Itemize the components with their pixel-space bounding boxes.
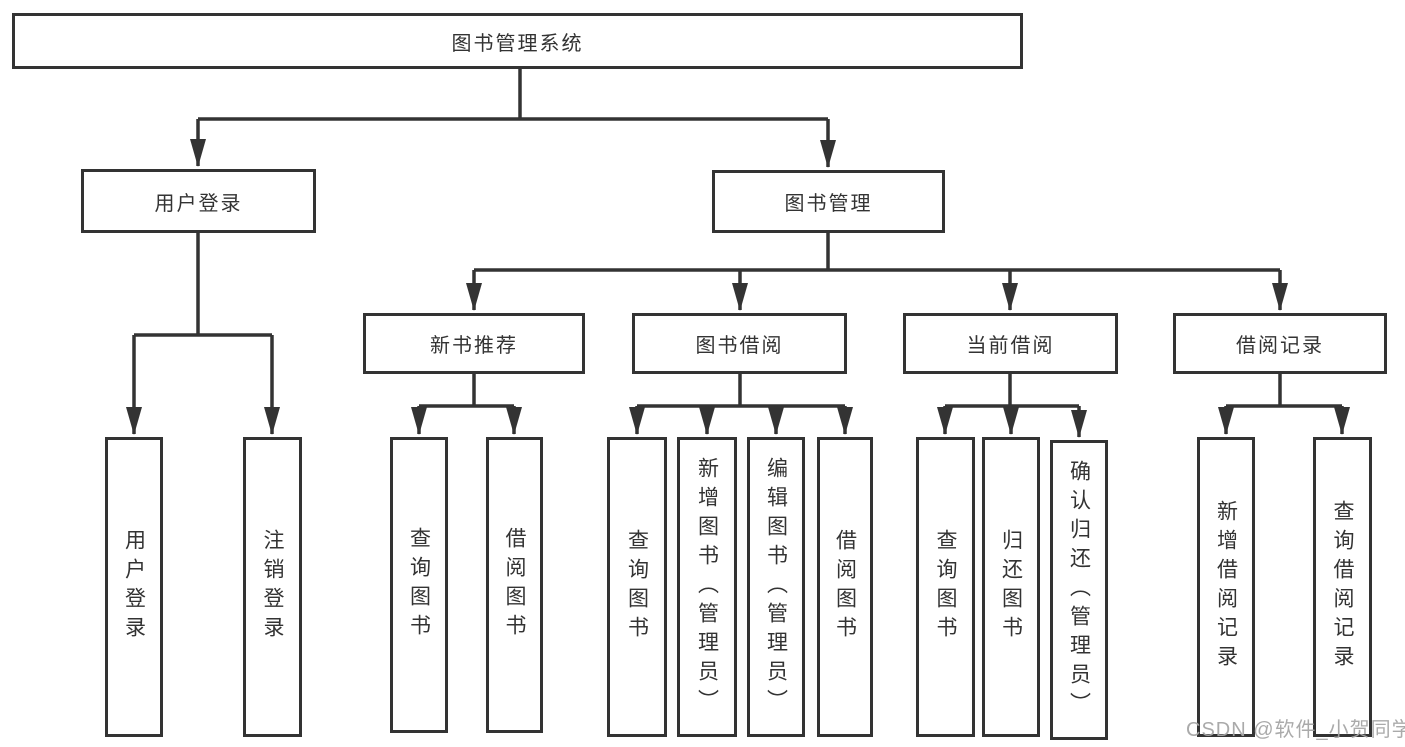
leaf-logout-login-label: 注销登录 <box>261 529 284 645</box>
branch-current-borrow-label: 当前借阅 <box>966 335 1055 357</box>
branch-new-book-recommend-label: 新书推荐 <box>430 335 518 357</box>
leaf-query-borrow-record: 查询借阅记录 <box>1313 437 1372 737</box>
leaf-return-book: 归还图书 <box>982 437 1040 737</box>
leaf-user-login-label: 用户登录 <box>122 529 146 645</box>
branch-new-book-recommend: 新书推荐 <box>363 313 585 374</box>
leaf-edit-book-admin-label: 编辑图书（管理员） <box>764 456 788 718</box>
leaf-borrow-book-label: 借阅图书 <box>833 529 857 645</box>
leaf-borrow-book: 借阅图书 <box>817 437 873 737</box>
leaf-return-book-label: 归还图书 <box>999 529 1023 645</box>
leaf-edit-book-admin: 编辑图书（管理员） <box>747 437 805 737</box>
leaf-query-book-borrow: 查询图书 <box>607 437 667 737</box>
csdn-watermark: CSDN @软件_小贺同学 <box>1186 719 1405 741</box>
root-node-library-system: 图书管理系统 <box>12 13 1023 69</box>
branch-book-management: 图书管理 <box>712 170 945 233</box>
branch-book-management-label: 图书管理 <box>784 193 873 215</box>
leaf-user-login: 用户登录 <box>105 437 163 737</box>
leaf-borrow-book-recommend: 借阅图书 <box>486 437 543 733</box>
leaf-borrow-book-recommend-label: 借阅图书 <box>503 527 526 643</box>
leaf-confirm-return-admin: 确认归还（管理员） <box>1050 440 1108 740</box>
root-node-label: 图书管理系统 <box>451 32 584 55</box>
leaf-confirm-return-admin-label: 确认归还（管理员） <box>1067 459 1091 721</box>
leaf-query-book-borrow-label: 查询图书 <box>625 529 649 645</box>
leaf-query-book-recommend-label: 查询图书 <box>407 527 431 643</box>
branch-borrow-records-label: 借阅记录 <box>1236 335 1324 357</box>
leaf-add-borrow-record-label: 新增借阅记录 <box>1214 500 1238 674</box>
leaf-query-book-recommend: 查询图书 <box>390 437 448 733</box>
leaf-add-book-admin-label: 新增图书（管理员） <box>695 456 719 718</box>
leaf-logout-login: 注销登录 <box>243 437 302 737</box>
leaf-query-borrow-record-label: 查询借阅记录 <box>1331 500 1354 674</box>
branch-user-login: 用户登录 <box>81 169 316 233</box>
leaf-add-book-admin: 新增图书（管理员） <box>677 437 737 737</box>
leaf-add-borrow-record: 新增借阅记录 <box>1197 437 1255 737</box>
branch-borrow-records: 借阅记录 <box>1173 313 1387 374</box>
branch-book-borrow-label: 图书借阅 <box>695 335 784 357</box>
leaf-query-book-current-label: 查询图书 <box>934 529 957 645</box>
branch-book-borrow: 图书借阅 <box>632 313 847 374</box>
branch-current-borrow: 当前借阅 <box>903 313 1118 374</box>
leaf-query-book-current: 查询图书 <box>916 437 975 737</box>
branch-user-login-label: 用户登录 <box>154 192 243 215</box>
